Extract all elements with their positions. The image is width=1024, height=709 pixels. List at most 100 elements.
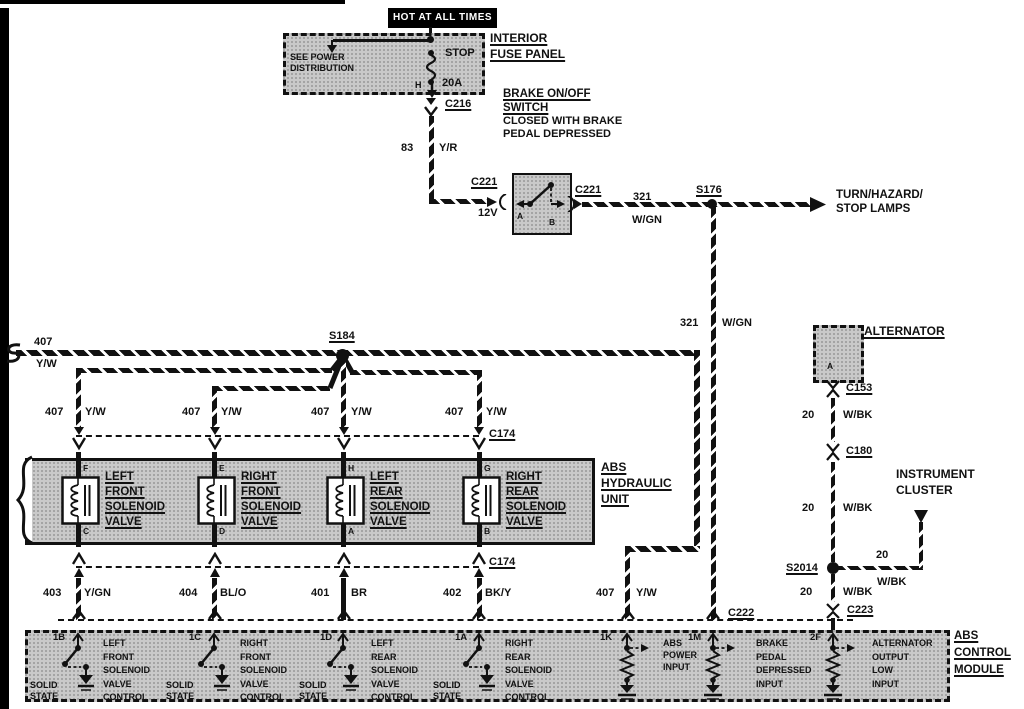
module-pin-id: 2F	[810, 632, 822, 643]
wire-407-branch-mid	[212, 386, 330, 391]
connector-c153-label: C153	[846, 382, 873, 394]
abs-hydraulic-unit-box	[25, 458, 595, 545]
lamps-arrow-icon	[810, 197, 826, 212]
connector-foot-icon	[337, 609, 351, 620]
wire-402-num: 402	[443, 587, 462, 599]
solid-state-switch-icon	[327, 632, 359, 691]
brake-switch-note: CLOSED WITH BRAKE PEDAL DEPRESSED	[503, 115, 623, 140]
wire-404-blo	[212, 578, 217, 620]
fuse-name-label: STOP	[445, 47, 475, 59]
valve-name: RIGHT FRONT SOLENOID VALVE	[241, 471, 302, 528]
connector-c222-label: C222	[728, 607, 755, 619]
see-power-arrow-icon	[327, 40, 337, 53]
splice-s176-label: S176	[696, 184, 722, 196]
switch-voltage-label: 12V	[478, 207, 498, 219]
fuse-rating-label: 20A	[442, 77, 463, 89]
right-rear-solenoid-icon	[462, 476, 501, 525]
connector-c221-right-icon	[567, 196, 582, 212]
junction-dot	[427, 36, 434, 43]
wire-20a-num: 20	[802, 409, 815, 421]
wire-407-drop-lf	[76, 368, 81, 430]
module-pin-function: RIGHT FRONT SOLENOID VALVE CONTROL	[240, 638, 288, 702]
module-pin-function: ABS POWER INPUT	[663, 638, 698, 672]
wire-407-feed-num: 407	[596, 587, 615, 599]
abs-hydraulic-unit-label: ABS HYDRAULIC UNIT	[601, 460, 672, 506]
fuse-pin-label: H	[415, 80, 422, 90]
connector-c223-label: C223	[847, 604, 874, 616]
connector-c174-bottom-label: C174	[489, 556, 516, 568]
scan-edge-left	[0, 8, 9, 709]
wire-20c-color: W/BK	[843, 586, 873, 598]
solid-state-label: SOLID STATE	[299, 680, 328, 701]
connector-c174-top-line	[76, 435, 479, 437]
hydraulic-unit-torn-edge	[15, 455, 33, 545]
wire-407-rr-color: Y/W	[486, 406, 507, 418]
valve-name: LEFT REAR SOLENOID VALVE	[370, 471, 431, 528]
input-resistor-icon	[618, 632, 649, 700]
wire-402-bky	[477, 578, 482, 620]
fuse-top-dot	[428, 50, 434, 56]
wire-83-corner	[429, 199, 487, 204]
wire-407-branch-left	[76, 368, 332, 373]
brake-switch-title: BRAKE ON/OFF SWITCH	[503, 88, 591, 114]
connector-pin-icon	[208, 552, 222, 577]
wire-403-num: 403	[43, 587, 62, 599]
module-pin-function: LEFT REAR SOLENOID VALVE CONTROL	[371, 638, 419, 702]
wire-321v-num: 321	[680, 317, 699, 329]
panel-branch-line	[333, 39, 431, 42]
interior-fuse-panel-label: INTERIOR FUSE PANEL	[490, 31, 566, 61]
wire-83-color: Y/R	[439, 142, 458, 154]
wire-321h-color: W/GN	[632, 214, 662, 226]
wire-407-rf-color: Y/W	[221, 406, 242, 418]
abs-control-module-label: ABS CONTROL MODULE	[954, 630, 1011, 676]
switch-pin-b-label: B	[549, 217, 556, 227]
brake-switch-contacts-icon	[516, 182, 565, 208]
module-pin-id: 1C	[189, 632, 202, 643]
solid-state-switch-icon	[62, 632, 94, 691]
fuse-bottom-dot	[428, 79, 434, 85]
module-pin-id: 1K	[600, 632, 613, 643]
wire-407-drop-rr	[477, 370, 482, 430]
wire-83-num: 83	[401, 142, 414, 154]
connector-foot-icon	[472, 609, 486, 620]
stop-fuse-icon	[425, 55, 437, 81]
wire-402-color: BK/Y	[485, 587, 512, 599]
wire-20-branch-up	[919, 522, 923, 568]
connector-c174-bottom-line	[76, 566, 479, 568]
connector-pin-icon	[72, 552, 86, 577]
interior-fuse-panel-box	[283, 33, 485, 95]
solid-state-label: SOLID STATE	[166, 680, 195, 701]
wire-407-bus	[16, 350, 700, 356]
wire-407-rr-num: 407	[445, 406, 464, 418]
wire-407-feed-color: Y/W	[636, 587, 657, 599]
valve-pin: C	[83, 526, 90, 536]
wire-407-bus-color: Y/W	[36, 358, 57, 370]
alternator-label: ALTERNATOR	[864, 324, 945, 338]
scan-edge-top	[0, 0, 345, 4]
module-pin-function: RIGHT REAR SOLENOID VALVE CONTROL	[505, 638, 553, 702]
see-power-distribution-label: SEE POWER DISTRIBUTION	[290, 52, 354, 73]
left-rear-solenoid-icon	[326, 476, 365, 525]
valve-pin: F	[83, 463, 89, 473]
connector-pin-icon	[72, 427, 86, 451]
module-pin-function: ALTERNATOR OUTPUT LOW INPUT	[872, 638, 933, 689]
module-pin-id: 1A	[455, 632, 468, 643]
left-front-solenoid-icon	[61, 476, 100, 525]
wire-321v-color: W/GN	[722, 317, 752, 329]
wire-20b-num: 20	[802, 502, 815, 514]
valve-pin: D	[219, 526, 226, 536]
connector-foot-icon	[706, 609, 720, 620]
connector-pin-icon	[208, 427, 222, 451]
splice-s2014-dot	[827, 562, 839, 574]
valve-pin: B	[484, 526, 491, 536]
wire-321-horizontal	[582, 202, 812, 207]
connector-pin-icon	[337, 552, 351, 577]
hot-at-all-times-tag: HOT AT ALL TIMES	[388, 8, 497, 28]
wire-20-branch-num: 20	[876, 549, 889, 561]
wire-20c-num: 20	[800, 586, 813, 598]
switch-pin-a-label: A	[517, 211, 524, 221]
connector-foot-icon	[208, 609, 222, 620]
splice-s184-label: S184	[329, 330, 355, 342]
wire-401-br	[341, 578, 346, 620]
